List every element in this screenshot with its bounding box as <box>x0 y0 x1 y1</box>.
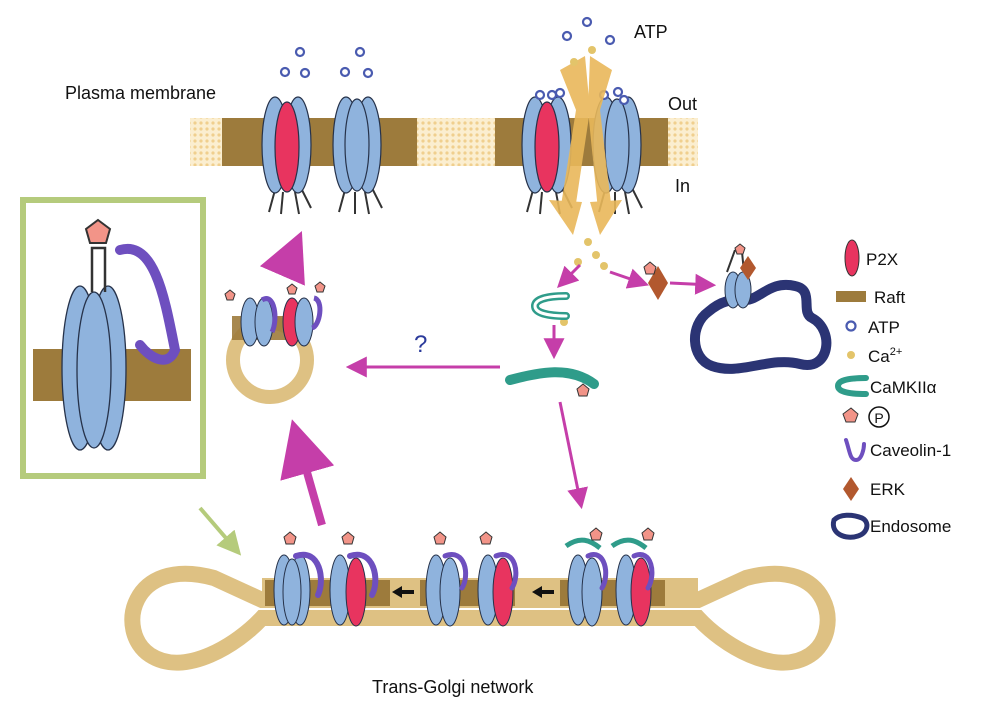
golgi-to-vesicle-arrow <box>280 419 335 527</box>
phosphate-icon-legend <box>842 407 859 423</box>
calcium-icon <box>847 351 855 359</box>
p2x-icon <box>844 239 860 277</box>
out-label: Out <box>668 94 697 114</box>
raft-left <box>222 118 417 166</box>
legend-label-phosphate: P <box>874 410 883 426</box>
legend: P2X Raft ATP Ca2+ CaMKIIα P Caveolin-1 E… <box>830 239 951 540</box>
legend-label-erk: ERK <box>870 480 906 499</box>
phosphate-icon <box>84 218 112 244</box>
receptor-group-pm-left <box>261 96 383 215</box>
raft-icon <box>836 291 866 302</box>
tgn-label: Trans-Golgi network <box>372 677 534 697</box>
legend-label-raft: Raft <box>874 288 905 307</box>
camkii-icon <box>834 375 869 397</box>
endosome-icon <box>830 512 870 540</box>
plasma-membrane-label: Plasma membrane <box>65 83 216 103</box>
legend-label-camkii: CaMKIIα <box>870 378 937 397</box>
tgn-receptor-group-3 <box>564 527 655 627</box>
tgn-receptor-group-2 <box>425 531 519 627</box>
calcium-dots <box>560 46 608 326</box>
atp-label: ATP <box>634 22 668 42</box>
endosome <box>690 243 832 374</box>
legend-label-p2x: P2X <box>866 250 898 269</box>
in-label: In <box>675 176 690 196</box>
legend-label-caveolin: Caveolin-1 <box>870 441 951 460</box>
transport-vesicle <box>224 281 326 404</box>
legend-label-ca: Ca2+ <box>868 346 902 366</box>
atp-icon <box>845 320 857 332</box>
zoom-inset <box>20 197 206 479</box>
phosphate-on-erk <box>643 261 657 275</box>
receptor-group-pm-right <box>521 96 643 215</box>
tgn-flow-arrows <box>392 586 554 598</box>
camkii-active <box>505 367 599 397</box>
erk-icon <box>843 477 859 501</box>
exocytosis-arrow <box>259 231 305 286</box>
signaling-arrows <box>345 263 717 510</box>
ion-flux-arrows <box>549 56 622 235</box>
inset-pointer-arrow <box>198 506 242 556</box>
caveolin-icon <box>844 438 866 463</box>
phosphate-circle-icon <box>868 406 890 428</box>
tgn-receptor-group-1 <box>273 531 379 627</box>
atp-cluster-left <box>279 46 374 79</box>
unknown-pathway-label: ? <box>414 331 427 358</box>
camkii-inactive <box>530 292 570 320</box>
legend-label-endosome: Endosome <box>870 517 951 536</box>
legend-label-atp: ATP <box>868 318 900 337</box>
